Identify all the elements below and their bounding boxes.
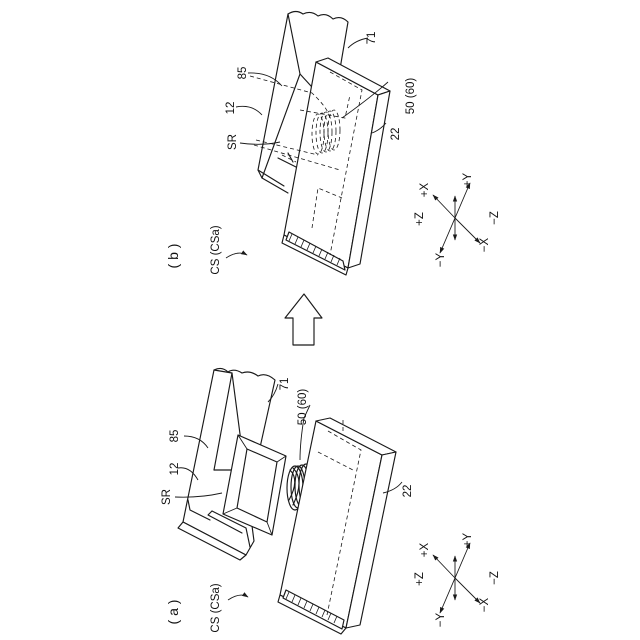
panel-title-a: ( a ) [165, 600, 181, 625]
label-71-a: 71 [279, 378, 291, 391]
base-block-a [178, 368, 286, 560]
label-85-b: 85 [237, 67, 249, 80]
axis-py-a: +Y [462, 532, 474, 547]
leader-71-b [348, 38, 368, 48]
assembly-label-b: CS (CSa) [210, 225, 222, 274]
cover-block-a [278, 418, 396, 634]
label-71-b: 71 [366, 32, 378, 45]
axis-px-a: +X [419, 542, 431, 557]
axis-nx-a: −X [479, 597, 491, 612]
label-22-a: 22 [402, 485, 414, 498]
axis-pz-b: +Z [414, 212, 426, 226]
leader-cs-b [226, 253, 247, 258]
panel-title-b: ( b ) [165, 244, 181, 269]
label-50-a: 50 (60) [297, 389, 309, 426]
label-22-b: 22 [390, 128, 402, 141]
transition-arrow [285, 294, 322, 345]
panel-a: 12 85 SR 71 50 (60) 22 ( a ) CS (CSa) +Z… [161, 368, 501, 634]
label-50-b: 50 (60) [405, 78, 417, 115]
label-sr-b: SR [227, 134, 239, 150]
label-85-a: 85 [169, 430, 181, 443]
cover-block-b [250, 58, 390, 275]
leader-12-b [236, 106, 262, 115]
axis-py-b: +Y [462, 172, 474, 187]
axis-triad-a: +Z −Z +X −X +Y −Y [414, 532, 501, 627]
panel-b: 12 85 SR 71 50 (60) 22 ( b ) CS (CSa) +Z… [165, 12, 501, 276]
axis-px-b: +X [419, 182, 431, 197]
label-sr-a: SR [161, 489, 173, 505]
axis-ny-a: −Y [435, 612, 447, 627]
axis-nz-b: −Z [489, 211, 501, 225]
label-12-b: 12 [225, 102, 237, 115]
axis-ny-b: −Y [435, 252, 447, 267]
label-12-a: 12 [169, 463, 181, 476]
axis-nx-b: −X [479, 237, 491, 252]
assembly-label-a: CS (CSa) [210, 583, 222, 632]
leader-cs-a [228, 595, 248, 600]
axis-triad-b: +Z −Z +X −X +Y −Y [414, 172, 501, 267]
axis-nz-a: −Z [489, 571, 501, 585]
axis-pz-a: +Z [414, 572, 426, 586]
